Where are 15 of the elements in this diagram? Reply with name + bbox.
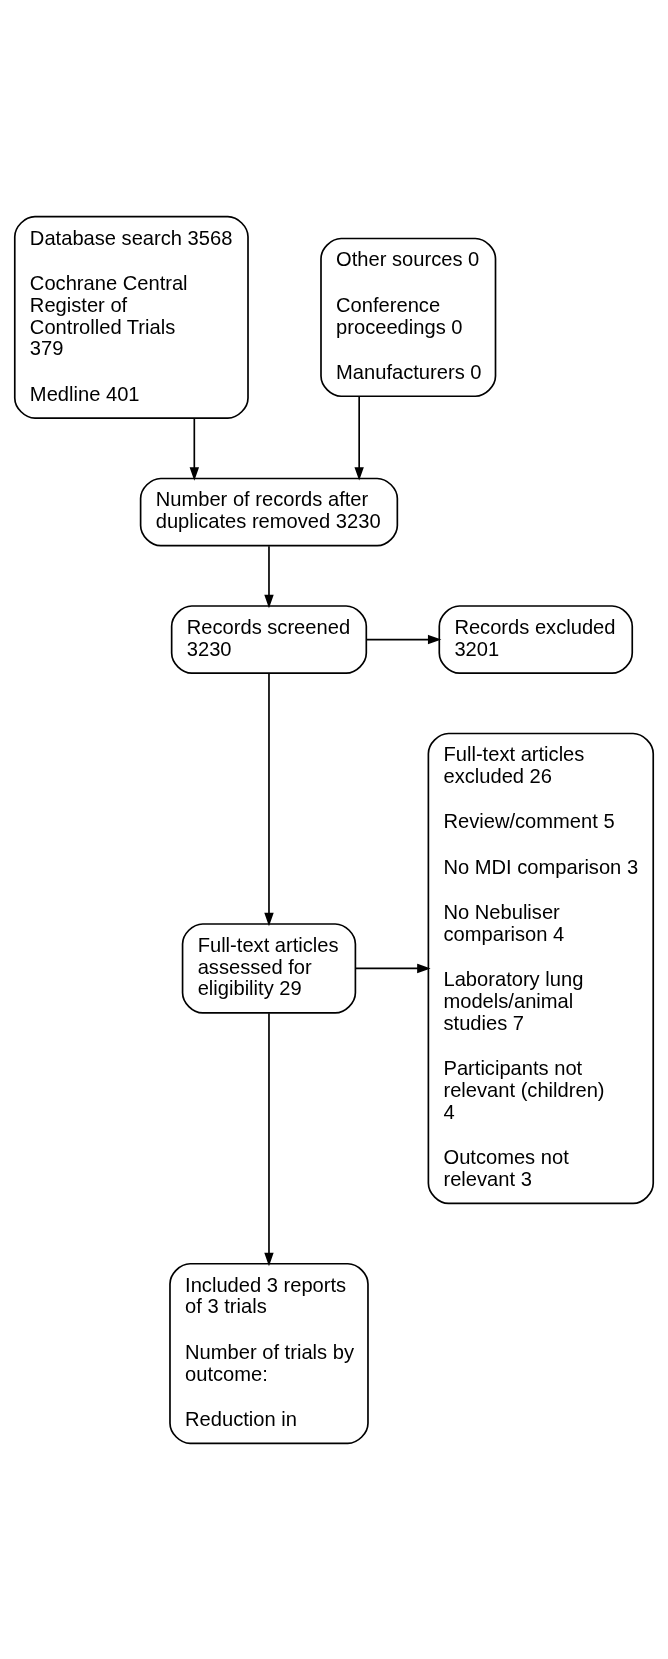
node-box: Database search 3568 Cochrane Central Register of Controlled Trials 379 Medline 401: [13, 215, 249, 419]
arrow: [189, 416, 199, 481]
node-box: Included 3 reports of 3 trials Number of trials by outcome: Reduction in: [169, 1262, 369, 1444]
arrow: [264, 1012, 274, 1266]
node-box: Full-text articles excluded 26 Review/comment 5 No MDI comparison 3 No Nebuliser comparison 4 Laboratory lung models/animal studies 7 Participants not relevant (children) 4 Outcomes not relevant 3: [427, 732, 655, 1204]
node-box: Full-text articles assessed for eligibility 29: [181, 922, 357, 1014]
arrow: [354, 963, 431, 973]
arrow: [264, 672, 274, 926]
node-box: Records screened 3230: [170, 604, 368, 674]
arrow: [264, 544, 274, 608]
node-box: Other sources 0 Conference proceedings 0 Manufacturers 0: [320, 237, 497, 397]
node-box: Number of records after duplicates removed 3230: [139, 477, 399, 546]
node-box: Records excluded 3201: [438, 604, 634, 674]
arrow: [354, 395, 364, 481]
arrow: [365, 634, 442, 644]
